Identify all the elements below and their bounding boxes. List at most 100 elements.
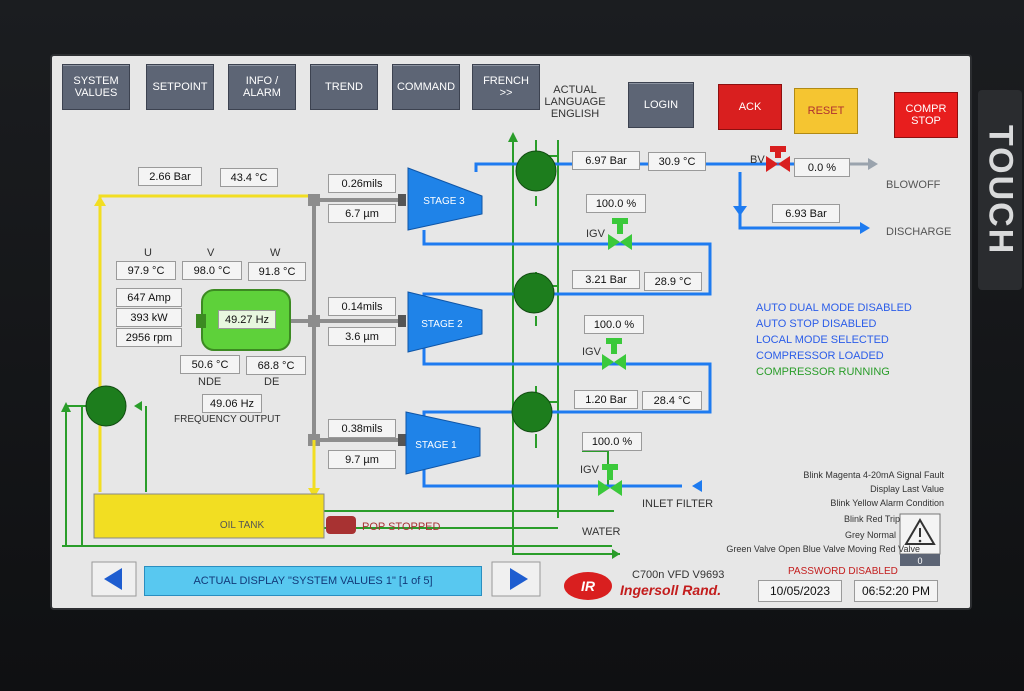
hmi-screen: SYSTEM VALUES SETPOINT INFO / ALARM TREN…: [52, 56, 970, 608]
oil-tank: [93, 493, 325, 539]
shaft-joint: [308, 315, 320, 327]
stage-1-label: STAGE 1: [415, 440, 457, 451]
frequency-output-label: FREQUENCY OUTPUT: [174, 414, 281, 425]
actual-language-label: ACTUAL LANGUAGE ENGLISH: [544, 84, 606, 120]
setpoint-button[interactable]: SETPOINT: [146, 64, 214, 110]
cooler-2-icon: [513, 272, 555, 314]
legend-last-value: Display Last Value: [870, 484, 944, 494]
water-arrow-icon: [61, 402, 71, 412]
oil-arrow-icon: [94, 196, 106, 206]
oil-pressure-readout: 2.66 Bar: [138, 167, 202, 186]
brand-name: Ingersoll Rand.: [620, 582, 722, 598]
command-button[interactable]: COMMAND: [392, 64, 460, 110]
login-button[interactable]: LOGIN: [628, 82, 694, 128]
stage-2-discharge-pressure: 3.21 Bar: [572, 270, 640, 289]
igv-1-label: IGV: [580, 464, 599, 476]
stage-2-discharge-temp: 28.9 °C: [644, 272, 702, 291]
discharge-pressure: 6.93 Bar: [772, 204, 840, 223]
phase-u-temp: 97.9 °C: [116, 261, 176, 280]
de-label: DE: [264, 376, 280, 388]
trend-button[interactable]: TREND: [310, 64, 378, 110]
process-diagram: OIL TANK POP STOPPED STAGE 3 STAGE 2 STA…: [61, 132, 941, 600]
pop-status-label: POP STOPPED: [362, 521, 441, 533]
oil-temp-readout: 43.4 °C: [220, 168, 278, 187]
drive-shaft: [288, 196, 404, 442]
stage-1-vibration: 0.38mils: [328, 419, 396, 438]
discharge-label: DISCHARGE: [886, 226, 952, 238]
stage-1-discharge-temp: 28.4 °C: [642, 391, 702, 410]
stage-3-label: STAGE 3: [423, 196, 465, 207]
igv-2-label: IGV: [582, 346, 601, 358]
pop-pump-icon[interactable]: [326, 516, 356, 534]
alarm-warning-icon[interactable]: [899, 513, 941, 566]
ingersoll-rand-logo: [564, 572, 612, 600]
status-compressor-running: COMPRESSOR RUNNING: [756, 366, 890, 378]
actual-display-banner: ACTUAL DISPLAY "SYSTEM VALUES 1" [1 of 5…: [144, 566, 482, 596]
legend-grey-normal: Grey Normal: [844, 530, 896, 540]
blowoff-label: BLOWOFF: [886, 179, 941, 191]
oil-tank-label: OIL TANK: [220, 520, 265, 531]
igv-3-position: 100.0 %: [586, 194, 646, 213]
blowoff-valve-icon[interactable]: [766, 146, 790, 172]
shaft-joint: [308, 194, 320, 206]
stage-coupling: [398, 315, 406, 327]
time-display: 06:52:20 PM: [854, 580, 938, 602]
blowoff-arrow-icon: [868, 158, 878, 170]
phase-w-temp: 91.8 °C: [248, 262, 306, 281]
motor-current: 647 Amp: [116, 288, 182, 307]
stage-3-displacement: 6.7 µm: [328, 204, 396, 223]
ack-button[interactable]: ACK: [718, 84, 782, 130]
igv-1-valve-icon[interactable]: [598, 464, 622, 496]
inlet-filter-label: INLET FILTER: [642, 498, 714, 510]
stage-2-displacement: 3.6 µm: [328, 327, 396, 346]
water-arrow-icon: [508, 132, 518, 142]
status-local-mode: LOCAL MODE SELECTED: [756, 334, 889, 346]
date-display: 10/05/2023: [758, 580, 842, 602]
nde-bearing-temp: 50.6 °C: [180, 355, 240, 374]
compressor-stop-button[interactable]: COMPR STOP: [894, 92, 958, 138]
arrow-left-icon: [104, 568, 122, 590]
inlet-arrow-icon: [692, 480, 702, 492]
stage-3-discharge-temp: 30.9 °C: [648, 152, 706, 171]
igv-3-label: IGV: [586, 228, 605, 240]
stage-2-icon: [407, 291, 483, 353]
legend-yellow: Blink Yellow Alarm Condition: [830, 498, 944, 508]
bezel-brand-text: TOUCH: [978, 90, 1022, 290]
igv-2-position: 100.0 %: [584, 315, 644, 334]
model-label: C700n VFD V9693: [632, 569, 725, 581]
oil-arrow-icon: [308, 488, 320, 498]
french-language-button[interactable]: FRENCH >>: [472, 64, 540, 110]
legend-valve-colors: Green Valve Open Blue Valve Moving Red V…: [726, 544, 920, 554]
password-status: PASSWORD DISABLED: [788, 566, 898, 577]
stage-2-vibration: 0.14mils: [328, 297, 396, 316]
motor-power: 393 kW: [116, 308, 182, 327]
igv-2-valve-icon[interactable]: [602, 338, 626, 370]
status-auto-dual-mode: AUTO DUAL MODE DISABLED: [756, 302, 912, 314]
frequency-output-readout: 49.06 Hz: [202, 394, 262, 413]
legend-magenta: Blink Magenta 4-20mA Signal Fault: [803, 470, 944, 480]
water-arrow-icon: [612, 549, 620, 559]
logo-mark-text: IR: [581, 578, 596, 594]
info-alarm-button[interactable]: INFO / ALARM: [228, 64, 296, 110]
stage-3-icon: [407, 167, 483, 231]
stage-coupling: [398, 194, 406, 206]
phase-v-label: V: [207, 247, 215, 259]
igv-3-valve-icon[interactable]: [608, 218, 632, 250]
stage-1-icon: [405, 411, 481, 475]
status-auto-stop: AUTO STOP DISABLED: [756, 318, 877, 330]
stage-3-vibration: 0.26mils: [328, 174, 396, 193]
status-compressor-loaded: COMPRESSOR LOADED: [756, 350, 884, 362]
blowoff-valve-position: 0.0 %: [794, 158, 850, 177]
reset-button[interactable]: RESET: [794, 88, 858, 134]
motor-shaft-end: [196, 314, 206, 328]
prev-page-button[interactable]: [91, 561, 137, 597]
oil-pump-icon[interactable]: [85, 385, 127, 427]
phase-u-label: U: [144, 247, 152, 259]
water-label: WATER: [582, 526, 621, 538]
system-values-button[interactable]: SYSTEM VALUES: [62, 64, 130, 110]
motor-frequency: 49.27 Hz: [218, 310, 276, 329]
phase-v-temp: 98.0 °C: [182, 261, 242, 280]
stage-2-label: STAGE 2: [421, 319, 463, 330]
motor-speed: 2956 rpm: [116, 328, 182, 347]
igv-1-position: 100.0 %: [582, 432, 642, 451]
